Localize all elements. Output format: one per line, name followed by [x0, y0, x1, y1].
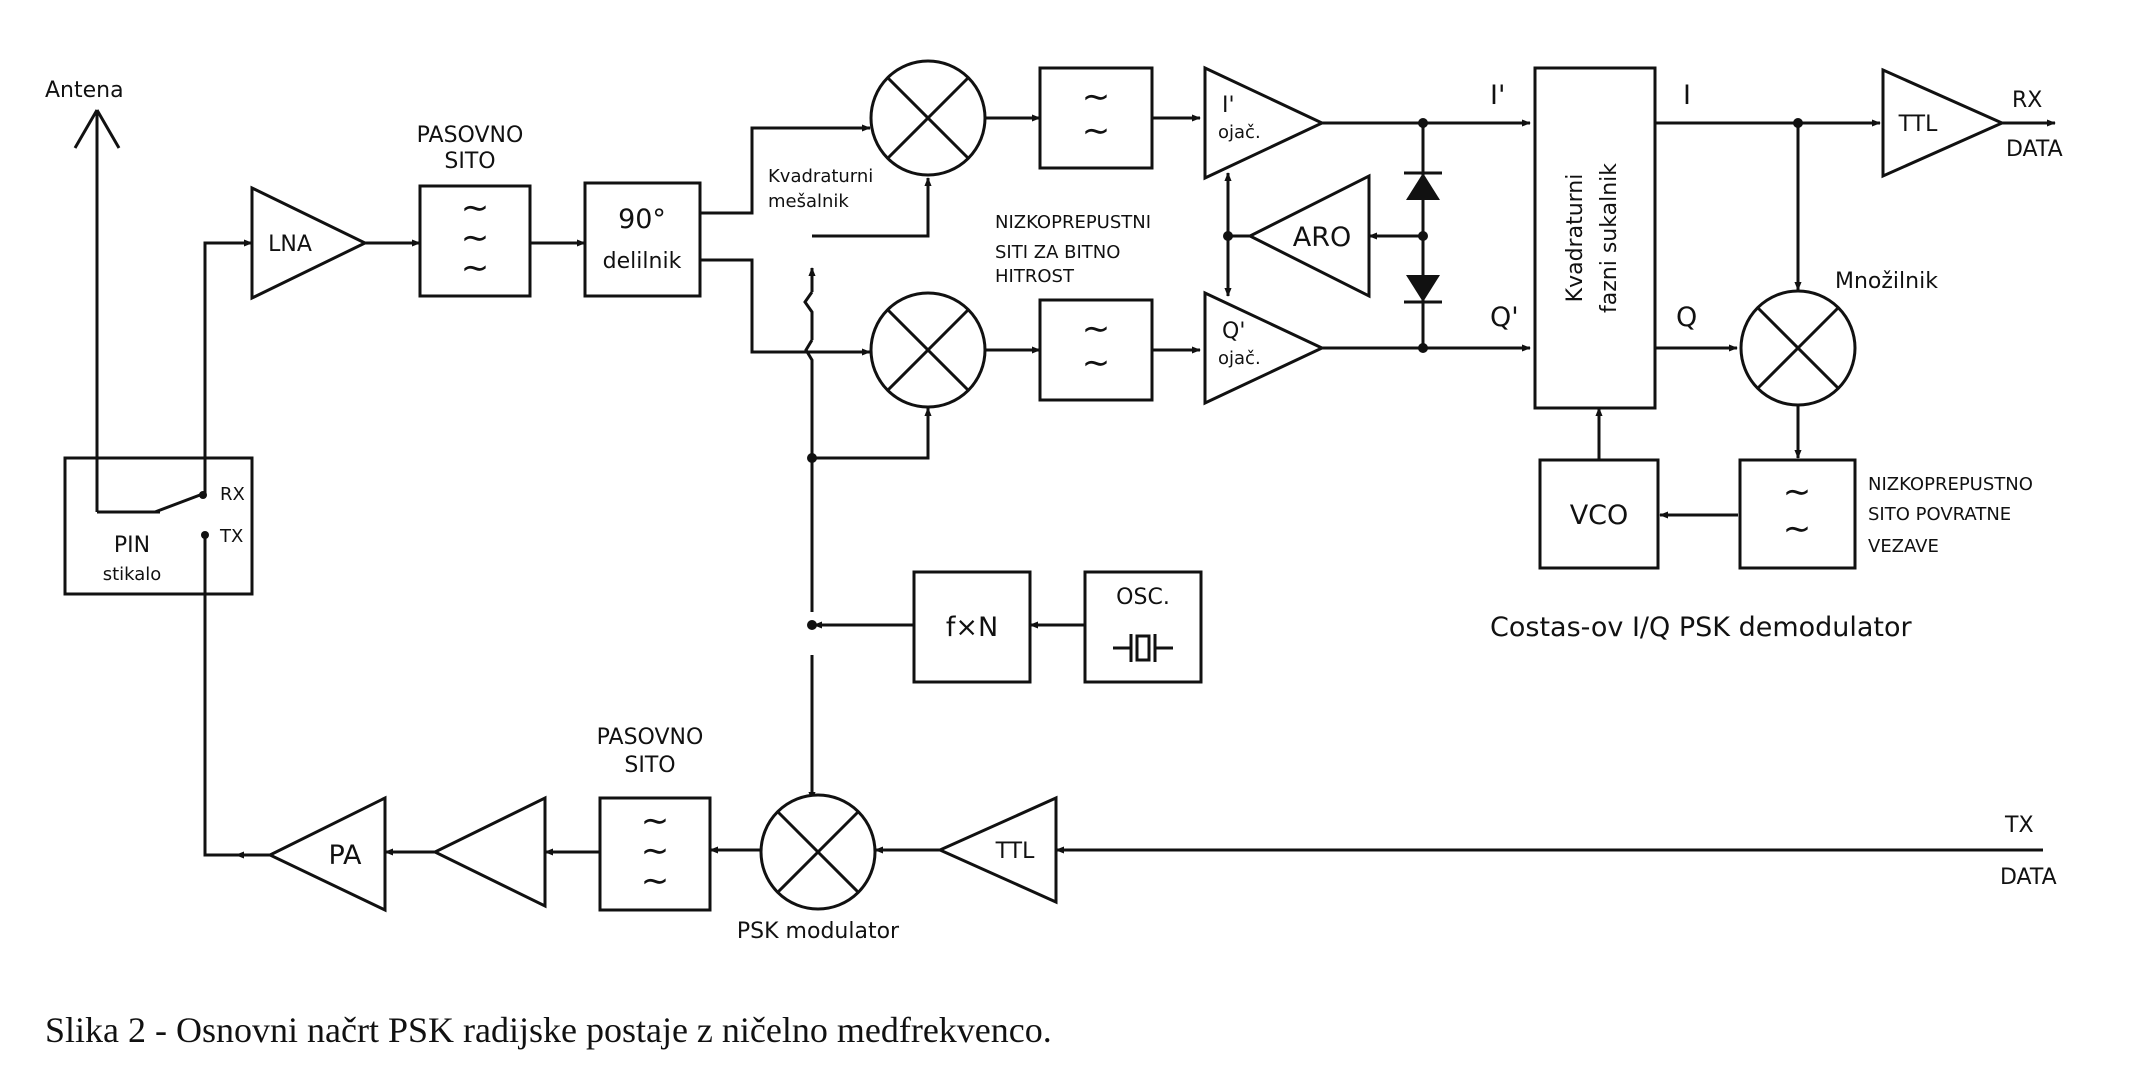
- lpf-label-1: NIZKOPREPUSTNI: [995, 212, 1151, 233]
- amp-q-label-1: Q': [1222, 319, 1245, 344]
- costas-label: Costas-ov I/Q PSK demodulator: [1490, 612, 1913, 643]
- lna-label: LNA: [268, 232, 312, 257]
- filter-icon: ∼: [461, 188, 490, 228]
- tx-switch-label: TX: [219, 526, 243, 547]
- phase-adder-label-2: fazni sukalnik: [1597, 163, 1622, 313]
- pin-label-1: PIN: [114, 533, 150, 558]
- vco-box: [1538, 458, 1660, 570]
- lpf-label-3: HITROST: [995, 266, 1075, 287]
- power-amplifier: [266, 795, 387, 913]
- ttl-tx: [936, 795, 1058, 905]
- figure-caption: Slika 2 - Osnovni načrt PSK radijske pos…: [45, 1010, 1052, 1050]
- wires: [73, 109, 2056, 859]
- divider-label-1: 90°: [618, 204, 666, 235]
- bandpass-filter-tx: [598, 796, 712, 912]
- filter-icon: ∼: [1082, 309, 1111, 349]
- antenna-label: Antena: [45, 78, 124, 103]
- pin-label-2: stikalo: [103, 564, 162, 585]
- ttl-tx-label: TTL: [995, 839, 1035, 864]
- vco-label: VCO: [1570, 500, 1629, 531]
- diode-icon: [1404, 275, 1442, 304]
- rx-data-label-2: DATA: [2006, 137, 2063, 162]
- loop-lpf-label-1: NIZKOPREPUSTNO: [1868, 474, 2033, 495]
- divider-90-box: [583, 181, 702, 298]
- q-prime-label: Q': [1490, 302, 1519, 333]
- bp-top-label-2: SITO: [444, 149, 495, 174]
- lowpass-filter-q: [1038, 298, 1154, 402]
- amp-i-label-1: I': [1222, 93, 1235, 118]
- mixer-q: [869, 291, 987, 409]
- ttl-rx: [1881, 67, 2006, 179]
- bp-top-label-1: PASOVNO: [417, 123, 524, 148]
- multiplier: [1739, 289, 1857, 407]
- i-prime-label: I': [1490, 80, 1505, 111]
- bp-bottom-label-1: PASOVNO: [597, 725, 704, 750]
- amp-i-label-2: ojač.: [1218, 122, 1261, 143]
- diode-icon: [1404, 171, 1442, 200]
- mixer-i: [869, 59, 987, 177]
- aro-label: ARO: [1293, 222, 1351, 253]
- mixer-label-2: mešalnik: [768, 191, 849, 212]
- psk-modulator: [759, 793, 877, 911]
- pin-switch-box: [63, 456, 254, 596]
- psk-mod-label: PSK modulator: [737, 919, 900, 944]
- filter-icon: ∼: [461, 218, 490, 258]
- quadrature-phase-rotator: [1533, 66, 1657, 410]
- ttl-rx-label: TTL: [1898, 112, 1938, 137]
- filter-icon: ∼: [1082, 343, 1111, 383]
- pa-label: PA: [328, 840, 362, 871]
- filter-icon: ∼: [1082, 77, 1111, 117]
- amplifier-i: [1203, 65, 1326, 181]
- filter-icon: ∼: [641, 831, 670, 871]
- driver-amplifier: [431, 795, 547, 909]
- loop-lpf-label-3: VEZAVE: [1868, 536, 1939, 557]
- filter-icon: ∼: [641, 801, 670, 841]
- agc-block: [1246, 173, 1371, 299]
- filter-icon: ∼: [461, 248, 490, 288]
- oscillator-box: [1083, 570, 1203, 684]
- rx-switch-label: RX: [220, 484, 245, 505]
- filter-icon: ∼: [1783, 472, 1812, 512]
- frequency-multiplier-box: [912, 570, 1032, 684]
- tx-data-label-2: DATA: [2000, 865, 2057, 890]
- bandpass-filter-rx: [418, 184, 532, 298]
- divider-label-2: delilnik: [603, 249, 682, 274]
- bp-bottom-label-2: SITO: [624, 753, 675, 778]
- rx-data-label-1: RX: [2012, 88, 2042, 113]
- fxn-label: f×N: [946, 612, 998, 643]
- filter-icon: ∼: [1783, 509, 1812, 549]
- i-out-label: I: [1683, 80, 1691, 111]
- tx-data-label-1: TX: [2004, 813, 2034, 838]
- filter-icon: ∼: [641, 861, 670, 901]
- loop-filter: [1738, 458, 1857, 570]
- lowpass-filter-i: [1038, 66, 1154, 170]
- q-out-label: Q: [1676, 302, 1697, 333]
- filter-icon: ∼: [1082, 111, 1111, 151]
- crystal-icon: [1113, 634, 1173, 662]
- osc-label: OSC.: [1116, 585, 1170, 610]
- lpf-label-2: SITI ZA BITNO: [995, 242, 1120, 263]
- amplifier-q: [1203, 290, 1326, 406]
- mixer-label-1: Kvadraturni: [768, 166, 873, 187]
- phase-adder-label-1: Kvadraturni: [1563, 174, 1588, 303]
- multiplier-label: Množilnik: [1835, 269, 1938, 294]
- amp-q-label-2: ojač.: [1218, 348, 1261, 369]
- lna-amplifier: [250, 185, 369, 301]
- loop-lpf-label-2: SITO POVRATNE: [1868, 504, 2011, 525]
